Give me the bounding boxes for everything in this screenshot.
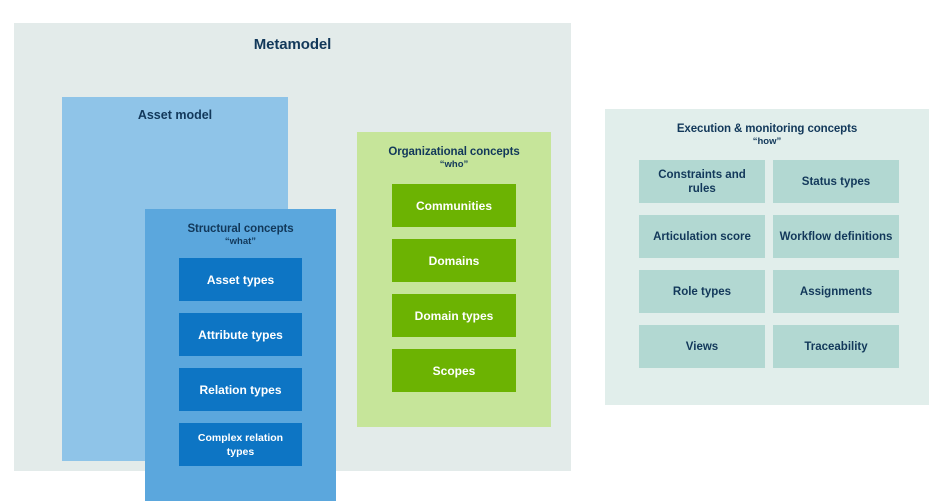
metamodel-panel: Metamodel Asset model Structural concept…	[14, 23, 571, 501]
execution-item-views[interactable]: Views	[639, 325, 765, 368]
execution-item-traceability[interactable]: Traceability	[773, 325, 899, 368]
organizational-item-communities[interactable]: Communities	[392, 184, 516, 227]
execution-monitoring-panel: Execution & monitoring concepts “how” Co…	[605, 109, 929, 405]
execution-item-status-types[interactable]: Status types	[773, 160, 899, 203]
asset-model-title: Asset model	[137, 108, 213, 122]
execution-item-role-types[interactable]: Role types	[639, 270, 765, 313]
structural-concepts-panel: Structural concepts “what” Asset types A…	[145, 209, 336, 501]
structural-concepts-title: Structural concepts	[187, 223, 294, 235]
organizational-concepts-subtitle: “who”	[439, 159, 469, 170]
execution-monitoring-heading: Execution & monitoring concepts “how”	[605, 122, 929, 148]
execution-item-constraints-and-rules[interactable]: Constraints and rules	[639, 160, 765, 203]
organizational-item-domains[interactable]: Domains	[392, 239, 516, 282]
organizational-concepts-panel: Organizational concepts “who” Communitie…	[357, 132, 551, 427]
organizational-item-domain-types[interactable]: Domain types	[392, 294, 516, 337]
diagram-canvas: Metamodel Asset model Structural concept…	[14, 23, 929, 501]
asset-model-panel: Asset model Structural concepts “what” A…	[62, 97, 336, 501]
structural-item-relation-types[interactable]: Relation types	[179, 368, 302, 411]
execution-monitoring-title: Execution & monitoring concepts	[676, 123, 858, 135]
execution-item-articulation-score[interactable]: Articulation score	[639, 215, 765, 258]
structural-concepts-heading: Structural concepts “what”	[145, 222, 336, 248]
structural-concepts-subtitle: “what”	[224, 236, 257, 247]
organizational-concepts-title: Organizational concepts	[388, 146, 520, 158]
organizational-item-scopes[interactable]: Scopes	[392, 349, 516, 392]
organizational-concepts-heading: Organizational concepts “who”	[357, 145, 551, 171]
execution-item-workflow-definitions[interactable]: Workflow definitions	[773, 215, 899, 258]
structural-item-asset-types[interactable]: Asset types	[179, 258, 302, 301]
page-title: Metamodel	[253, 36, 332, 53]
execution-monitoring-subtitle: “how”	[752, 136, 782, 147]
structural-item-attribute-types[interactable]: Attribute types	[179, 313, 302, 356]
execution-item-assignments[interactable]: Assignments	[773, 270, 899, 313]
structural-item-complex-relation-types[interactable]: Complex relation types	[179, 423, 302, 466]
